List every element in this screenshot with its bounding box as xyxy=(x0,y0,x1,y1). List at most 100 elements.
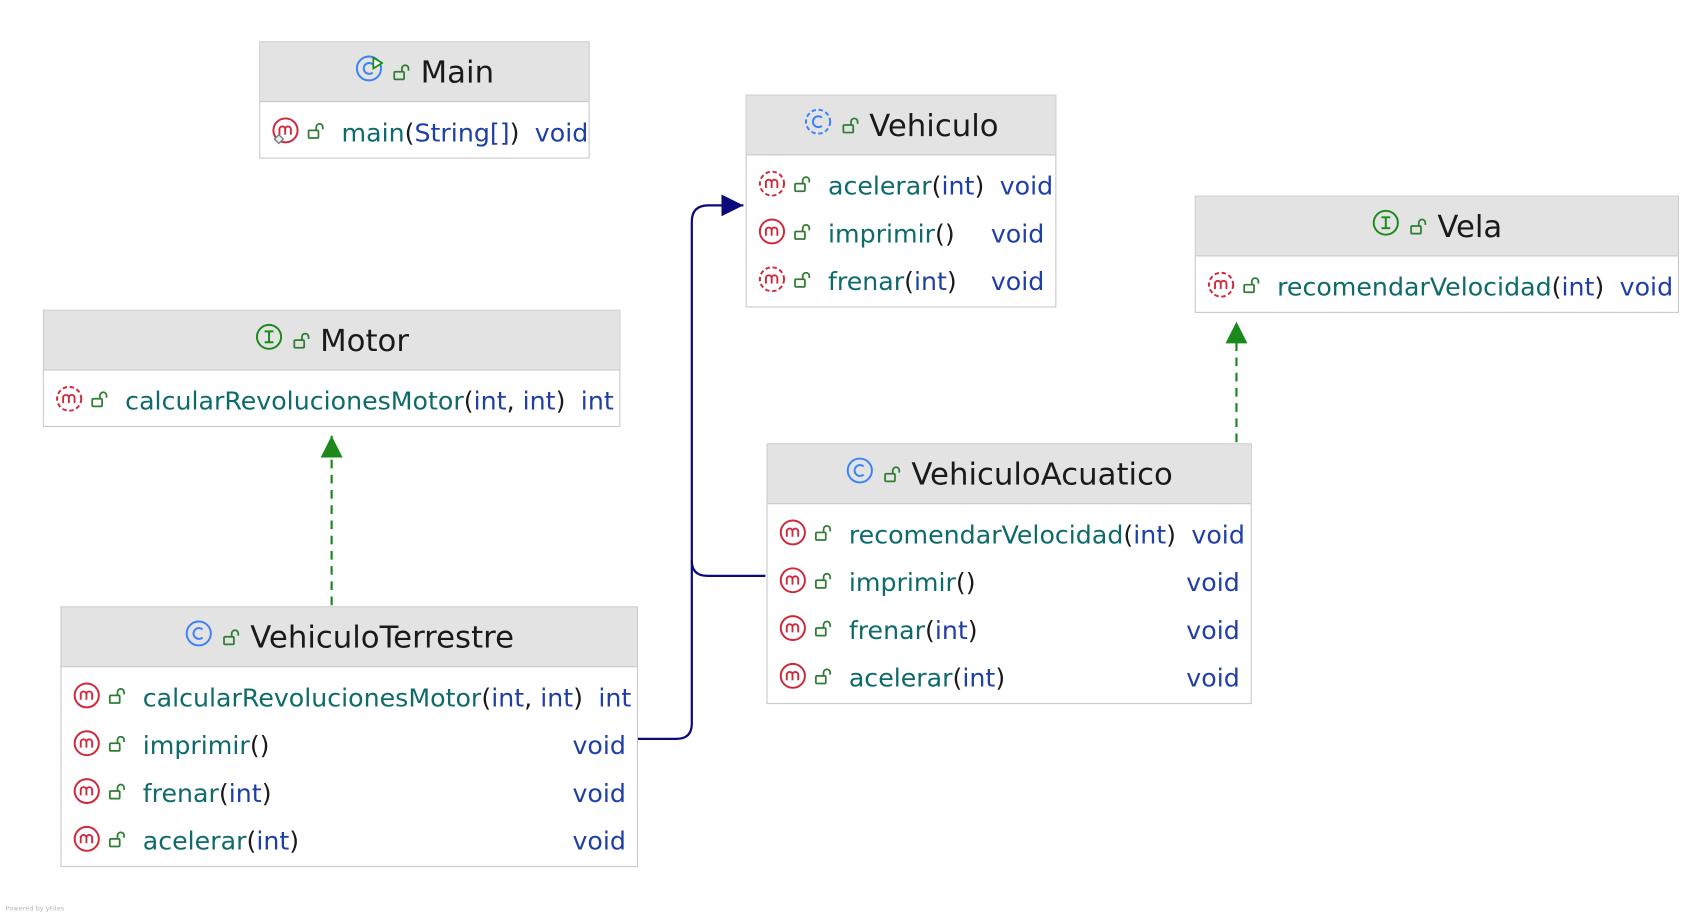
lock-icon xyxy=(306,120,332,148)
method-name: imprimir xyxy=(827,220,936,249)
return-type: void xyxy=(1186,664,1240,694)
lock-icon xyxy=(108,732,134,760)
abstract-method-icon xyxy=(758,170,787,205)
method-signature: calcularRevolucionesMotor(int, int) xyxy=(142,684,584,713)
class-name: Vehiculo xyxy=(869,107,999,143)
method-row[interactable]: imprimir()void xyxy=(747,211,1056,259)
method-row[interactable]: imprimir()void xyxy=(61,723,636,771)
lock-icon xyxy=(793,268,819,296)
class-name: VehiculoTerrestre xyxy=(250,618,515,655)
method-icon xyxy=(72,681,101,716)
class-vehiculo-acuatico[interactable]: VehiculoAcuatico recomendarVelocidad(int… xyxy=(766,443,1252,705)
edge-extends-vehiculo-terrestre xyxy=(637,194,744,740)
static-method-icon xyxy=(271,116,300,151)
method-name: acelerar xyxy=(827,172,932,202)
method-icon xyxy=(779,614,808,649)
method-row[interactable]: acelerar(int)void xyxy=(61,818,636,866)
method-signature: recomendarVelocidad(int) xyxy=(848,521,1177,550)
method-row[interactable]: calcularRevolucionesMotor(int, int)int xyxy=(61,675,636,723)
method-name: main xyxy=(341,119,405,148)
lock-icon xyxy=(292,322,312,358)
method-icon xyxy=(72,825,101,860)
return-type: void xyxy=(990,268,1045,297)
method-row[interactable]: recomendarVelocidad(int) void xyxy=(1196,264,1678,312)
lock-icon xyxy=(1242,274,1268,302)
lock-icon xyxy=(793,173,819,201)
member-list: calcularRevolucionesMotor(int, int)int xyxy=(44,371,619,426)
return-type: void xyxy=(1186,569,1240,598)
method-signature: imprimir() xyxy=(848,569,976,598)
method-row[interactable]: calcularRevolucionesMotor(int, int)int xyxy=(44,378,619,426)
method-signature: recomendarVelocidad(int) xyxy=(1277,273,1605,303)
lock-icon xyxy=(1409,208,1429,244)
param-type: int xyxy=(962,664,996,694)
method-signature: acelerar(int) xyxy=(848,664,1006,694)
param-type: int xyxy=(228,780,262,809)
method-name: imprimir xyxy=(142,732,250,761)
class-icon xyxy=(184,619,213,655)
method-row[interactable]: acelerar(int) void xyxy=(747,163,1056,211)
return-type: void xyxy=(999,172,1054,202)
class-header: VehiculoTerrestre xyxy=(61,607,637,668)
method-row[interactable]: frenar(int)void xyxy=(747,259,1056,307)
method-signature: main(String[]) xyxy=(341,119,520,148)
class-name: Main xyxy=(420,53,495,90)
method-signature: calcularRevolucionesMotor(int, int) xyxy=(125,387,566,417)
method-icon xyxy=(72,729,101,764)
method-name: calcularRevolucionesMotor xyxy=(142,684,482,713)
interface-vela[interactable]: Vela recomendarVelocidad(int) void xyxy=(1194,195,1679,313)
interface-motor[interactable]: Motor calcularRevolucionesMotor(int, int… xyxy=(42,309,621,428)
return-type: void xyxy=(572,780,626,809)
param-type: int xyxy=(256,827,290,857)
return-type: void xyxy=(1619,273,1674,303)
lock-icon xyxy=(814,569,840,597)
abstract-class-icon xyxy=(803,107,832,143)
method-signature: acelerar(int) xyxy=(827,172,985,202)
class-name: Vela xyxy=(1437,208,1503,244)
method-name: frenar xyxy=(848,617,925,646)
method-name: imprimir xyxy=(848,569,956,598)
return-type: void xyxy=(1186,617,1240,646)
lock-icon xyxy=(841,107,861,143)
class-icon xyxy=(846,456,875,492)
lock-icon xyxy=(883,456,903,492)
method-row[interactable]: frenar(int)void xyxy=(61,770,636,818)
method-name: recomendarVelocidad xyxy=(848,521,1124,550)
method-icon xyxy=(779,518,808,553)
return-type: void xyxy=(990,220,1045,249)
class-header: VehiculoAcuatico xyxy=(767,444,1251,505)
method-row[interactable]: main(String[])void xyxy=(260,110,588,158)
lock-icon xyxy=(90,388,116,416)
interface-icon xyxy=(1371,208,1400,244)
method-row[interactable]: imprimir() void xyxy=(768,560,1251,608)
return-type: int xyxy=(598,684,632,713)
class-header: Motor xyxy=(43,310,620,371)
lock-icon xyxy=(108,685,134,713)
method-row[interactable]: recomendarVelocidad(int)void xyxy=(768,512,1251,560)
lock-icon xyxy=(793,221,819,249)
param-type: int xyxy=(540,684,574,713)
param-type: int xyxy=(941,172,975,202)
lock-icon xyxy=(108,780,134,808)
lock-icon xyxy=(392,54,412,90)
lock-icon xyxy=(222,619,242,655)
method-row[interactable]: frenar(int)void xyxy=(768,607,1251,655)
lock-icon xyxy=(108,828,134,856)
method-name: acelerar xyxy=(848,664,953,694)
class-main[interactable]: Main main(String[])void xyxy=(259,41,590,159)
lock-icon xyxy=(814,522,840,550)
class-vehiculo-terrestre[interactable]: VehiculoTerrestre calcularRevolucionesMo… xyxy=(60,606,638,868)
method-row[interactable]: acelerar(int) void xyxy=(768,655,1251,703)
return-type: void xyxy=(572,732,626,761)
runnable-class-icon xyxy=(355,54,384,90)
method-icon xyxy=(779,566,808,601)
lock-icon xyxy=(814,617,840,645)
class-header: Vehiculo xyxy=(746,95,1056,156)
param-type: int xyxy=(934,617,968,646)
